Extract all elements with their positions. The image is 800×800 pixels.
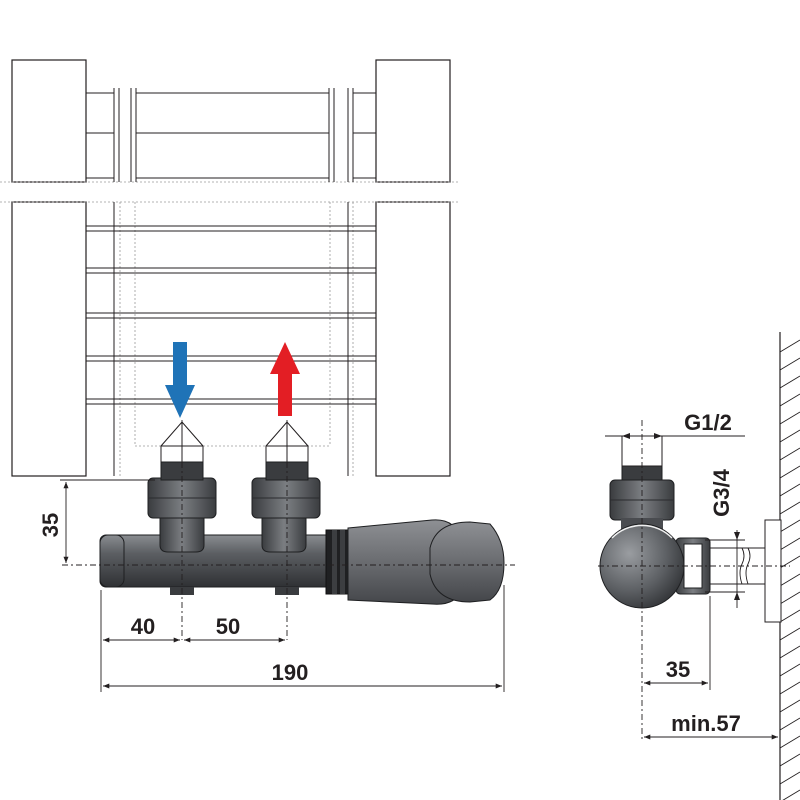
radiator [0, 59, 460, 477]
dimension-wall-distance: min.57 [644, 711, 778, 740]
dimension-depth: 35 [644, 596, 711, 690]
dimension-height: 35 [38, 479, 155, 563]
arrow-down-icon [165, 342, 195, 418]
dimension-spacing: 40 50 [100, 585, 505, 692]
dimension-depth-label: 35 [666, 657, 690, 682]
arrow-up-icon [270, 342, 300, 416]
dimension-thread-side: G3/4 [705, 468, 745, 608]
dimension-thread-top-label: G1/2 [684, 410, 732, 435]
dimension-wall-distance-label: min.57 [671, 711, 741, 736]
valve-side-view [599, 435, 782, 623]
wall-hatch-icon [779, 339, 800, 800]
dimension-thread-side-label: G3/4 [709, 468, 734, 516]
dimension-total-length: 190 [103, 660, 502, 689]
radiator-nipple-left [160, 421, 204, 463]
dimension-spacing-center-label: 50 [216, 614, 240, 639]
dimension-total-length-label: 190 [272, 660, 309, 685]
radiator-nipple-right [265, 421, 309, 463]
dimension-thread-top: G1/2 [605, 410, 745, 466]
dimension-spacing-left-label: 40 [131, 614, 155, 639]
valve-front-view [99, 461, 505, 605]
dimension-height-label: 35 [38, 513, 63, 537]
